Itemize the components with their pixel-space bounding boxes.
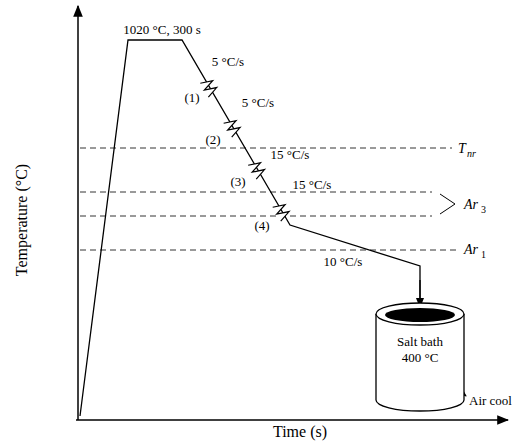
deformation-mark <box>200 81 216 97</box>
axis-title: Time (s) <box>273 423 327 441</box>
axis-title: Temperature (°C) <box>13 164 31 276</box>
thermal-path <box>80 40 420 416</box>
annotation: Air cool <box>469 394 512 408</box>
ar1-line <box>80 250 458 251</box>
subscript: nr <box>467 148 476 159</box>
x-axis <box>76 419 508 421</box>
rate-label: 5 °C/s <box>242 96 274 110</box>
deformation-mark <box>248 163 264 179</box>
rate-label: 15 °C/s <box>293 178 332 192</box>
annotation: 1020 °C, 300 s <box>123 23 200 37</box>
rate-label: 15 °C/s <box>271 148 310 162</box>
node-text: Salt bath 400 °C <box>390 334 450 367</box>
temperature-symbol: Ar <box>464 242 478 257</box>
temperature-symbol: T <box>458 141 466 156</box>
rate-label: 5 °C/s <box>212 55 244 69</box>
y-axis <box>77 6 79 420</box>
deformation-mark <box>224 121 240 137</box>
subscript: 1 <box>481 249 486 260</box>
tnr-line <box>80 148 452 149</box>
salt-bath-cylinder: Salt bath 400 °C <box>374 300 466 412</box>
temperature-symbol: Ar <box>464 197 478 212</box>
deformation-mark <box>273 205 289 221</box>
rate-label: 10 °C/s <box>324 255 363 269</box>
callout-number: (1) <box>184 91 199 105</box>
callout-number: (4) <box>254 219 269 233</box>
subscript: 3 <box>481 204 486 215</box>
bracket <box>440 194 455 214</box>
ar3-line <box>80 192 432 193</box>
callout-number: (2) <box>205 133 220 147</box>
callout-number: (3) <box>230 175 245 189</box>
ar3-line <box>80 216 432 217</box>
